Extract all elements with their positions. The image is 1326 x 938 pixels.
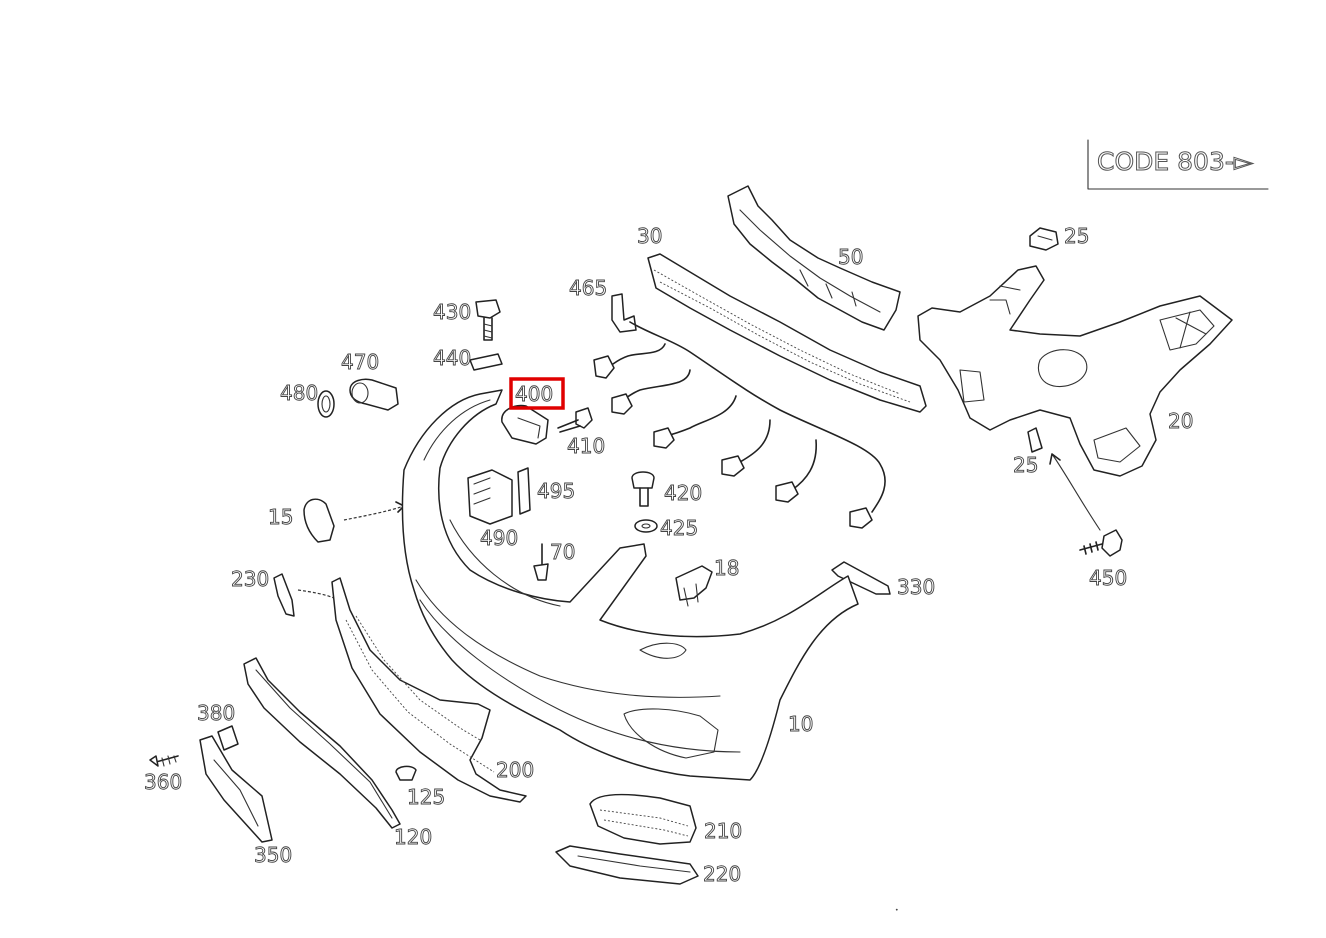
callout-70[interactable]: 70: [550, 540, 576, 565]
part-400-sensor-holder[interactable]: [501, 404, 549, 445]
part-10-bumper-cover[interactable]: [401, 389, 859, 781]
part-490-control-unit[interactable]: [467, 469, 513, 525]
part-20-support-bracket[interactable]: [917, 265, 1233, 477]
part-70-pin[interactable]: [533, 543, 549, 581]
part-125-clip[interactable]: [395, 765, 417, 781]
callout-450[interactable]: 450: [1089, 566, 1128, 591]
callout-490[interactable]: 490: [480, 526, 519, 551]
callout-470[interactable]: 470: [341, 350, 380, 375]
part-495-bracket[interactable]: [517, 467, 531, 515]
part-470-parking-sensor[interactable]: [349, 378, 399, 411]
callout-25-lower[interactable]: 25: [1013, 453, 1039, 478]
callout-465[interactable]: 465: [569, 276, 608, 301]
part-480-sensor-ring[interactable]: [317, 390, 335, 418]
callout-20[interactable]: 20: [1168, 409, 1194, 434]
callout-330[interactable]: 330: [897, 575, 936, 600]
code-803-label: CODE 803-▻: [1097, 147, 1254, 176]
callout-410[interactable]: 410: [567, 434, 606, 459]
code-803-box: CODE 803-▻: [1087, 139, 1269, 190]
part-200-lower-grille[interactable]: [331, 577, 527, 803]
callout-10[interactable]: 10: [788, 712, 814, 737]
part-30-impact-absorber[interactable]: [647, 253, 927, 413]
callout-200[interactable]: 200: [496, 758, 535, 783]
part-440-clip[interactable]: [469, 353, 503, 371]
callout-230[interactable]: 230: [231, 567, 270, 592]
callout-400[interactable]: 400: [515, 382, 554, 407]
part-350-license-plate-holder[interactable]: [199, 735, 273, 843]
callout-25-top[interactable]: 25: [1064, 224, 1090, 249]
callout-440[interactable]: 440: [433, 346, 472, 371]
callout-120[interactable]: 120: [394, 825, 433, 850]
callout-18[interactable]: 18: [714, 556, 740, 581]
callout-495[interactable]: 495: [537, 479, 576, 504]
callout-480[interactable]: 480: [280, 381, 319, 406]
part-360-screw[interactable]: [149, 755, 179, 767]
callout-15[interactable]: 15: [268, 505, 294, 530]
part-380-clip[interactable]: [217, 725, 239, 751]
part-50-upper-bracket[interactable]: [727, 185, 901, 331]
part-220-trim[interactable]: [555, 845, 699, 885]
part-25-clip-lower[interactable]: [1027, 427, 1043, 453]
callout-380[interactable]: 380: [197, 701, 236, 726]
callout-360[interactable]: 360: [144, 770, 183, 795]
callout-210[interactable]: 210: [704, 819, 743, 844]
part-210-grille-insert[interactable]: [589, 793, 697, 845]
part-430-bolt[interactable]: [475, 299, 501, 341]
callout-430[interactable]: 430: [433, 300, 472, 325]
part-230-trim[interactable]: [273, 573, 335, 617]
callout-425[interactable]: 425: [660, 516, 699, 541]
part-330-mounting-strip[interactable]: [831, 561, 891, 595]
part-25-clip-nut-top[interactable]: [1029, 227, 1059, 251]
part-410-bolt[interactable]: [557, 407, 593, 433]
callout-30[interactable]: 30: [637, 224, 663, 249]
part-120-trim-strip[interactable]: [243, 657, 401, 829]
highlight-box-400: [509, 377, 565, 410]
part-18-cap[interactable]: [675, 565, 713, 607]
stray-dot: .: [896, 906, 898, 912]
callout-125[interactable]: 125: [407, 785, 446, 810]
callout-420[interactable]: 420: [664, 481, 703, 506]
part-15-cover[interactable]: [303, 498, 405, 543]
part-465-wiring-harness[interactable]: [593, 293, 886, 529]
callout-350[interactable]: 350: [254, 843, 293, 868]
part-420-bolt[interactable]: [631, 471, 655, 507]
callout-220[interactable]: 220: [703, 862, 742, 887]
callout-50[interactable]: 50: [838, 245, 864, 270]
part-450-screw[interactable]: [1049, 453, 1123, 557]
part-425-washer[interactable]: [634, 519, 658, 533]
